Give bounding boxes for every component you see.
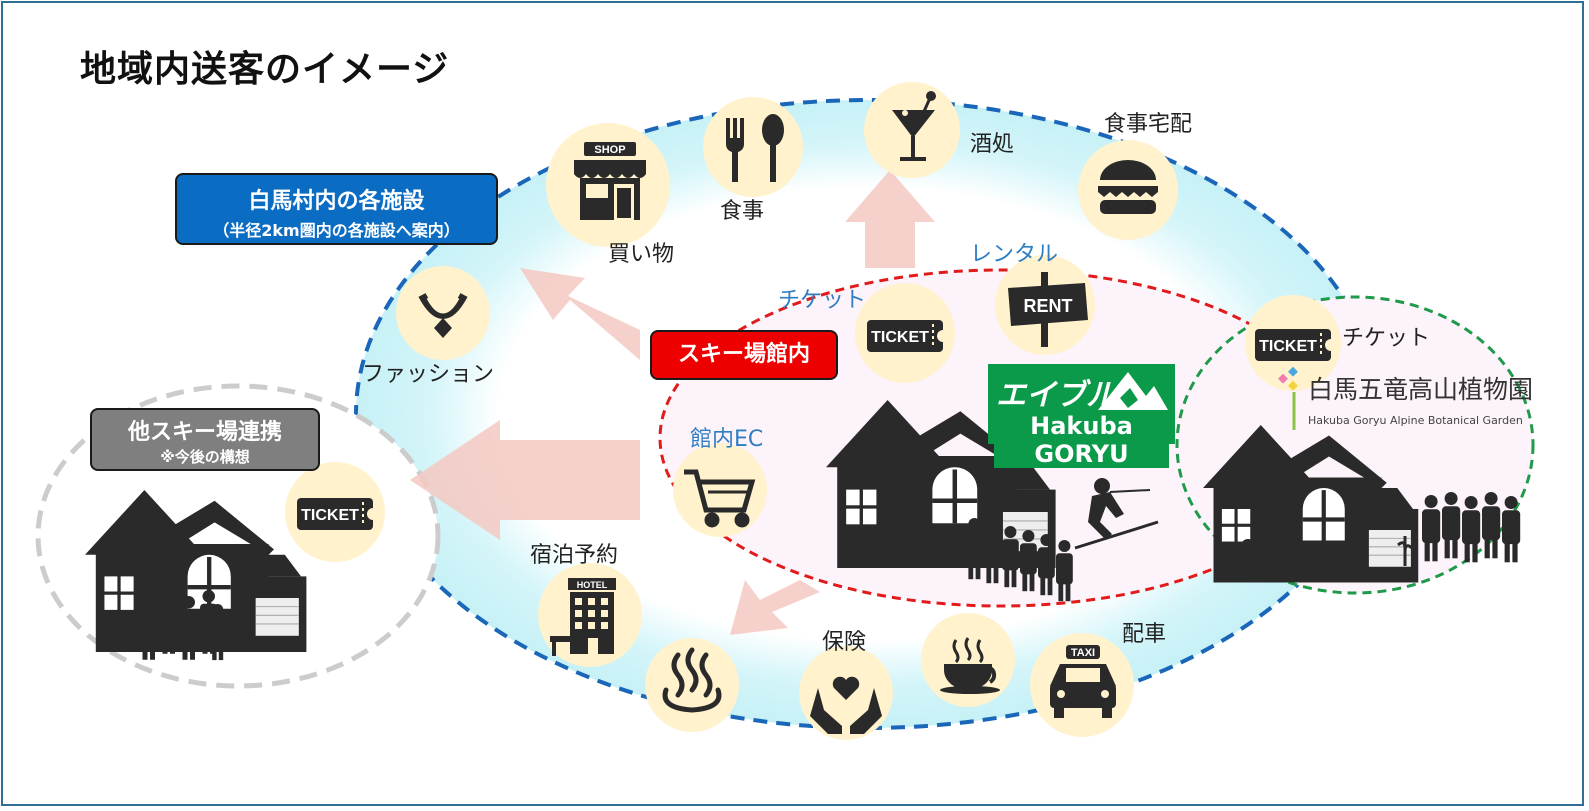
label-shopping: 買い物	[608, 236, 674, 268]
ski-inside-box: スキー場館内	[650, 330, 838, 380]
label-insurance: 保険	[822, 624, 866, 656]
other-ski-box: 他スキー場連携 ※今後の構想	[90, 408, 320, 471]
label-hotel: 宿泊予約	[530, 537, 618, 569]
label-fashion: ファッション	[362, 356, 494, 388]
village-title: 白馬村内の各施設	[177, 183, 496, 215]
label-ec: 館内EC	[690, 421, 763, 453]
other-ski-title: 他スキー場連携	[92, 414, 318, 446]
label-bar: 酒処	[970, 126, 1014, 158]
village-subtitle: （半径2km圏内の各施設へ案内）	[177, 217, 496, 241]
label-delivery: 食事宅配	[1104, 106, 1192, 138]
label-meal: 食事	[720, 193, 764, 225]
garden-name: 白馬五竜高山植物園	[1308, 370, 1533, 406]
village-facilities-box: 白馬村内の各施設 （半径2km圏内の各施設へ案内）	[175, 173, 498, 245]
logo-name: Hakuba GORYU	[994, 412, 1169, 468]
label-ticket-main: チケット	[778, 282, 866, 314]
garden-name-en: Hakuba Goryu Alpine Botanical Garden	[1308, 414, 1523, 427]
other-ski-subtitle: ※今後の構想	[92, 446, 318, 467]
label-ticket-garden: チケット	[1342, 320, 1430, 352]
page-title: 地域内送客のイメージ	[80, 40, 449, 92]
hakuba-goryu-logo: エイブル Hakuba GORYU	[988, 364, 1175, 444]
label-taxi: 配車	[1122, 616, 1166, 648]
label-rental: レンタル	[970, 236, 1058, 268]
mountain-icon	[1098, 368, 1168, 412]
